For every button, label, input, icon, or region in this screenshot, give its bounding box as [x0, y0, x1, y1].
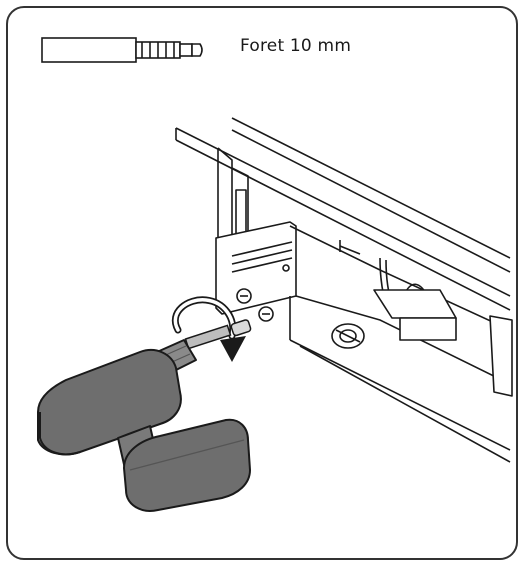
- appliance-panel: [175, 117, 513, 463]
- drill-bit-shaft: [184, 319, 252, 350]
- rotation-arrow-icon: [172, 296, 246, 362]
- drill-bit-label: Foret 10 mm: [240, 36, 352, 56]
- power-drill: [37, 339, 251, 512]
- drill-bit-icon: [41, 37, 203, 63]
